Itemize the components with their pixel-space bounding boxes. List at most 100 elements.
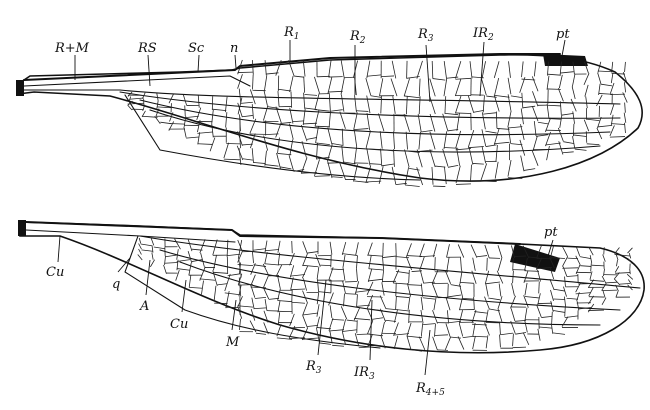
cell-crossvein	[212, 270, 218, 286]
label-r3-lower: R3	[305, 359, 322, 376]
cell-crossvein	[446, 310, 450, 324]
cell-crossvein	[533, 121, 537, 137]
cell-crossvein	[575, 292, 592, 295]
cell-crossvein	[275, 60, 282, 76]
cell-crossvein	[151, 252, 154, 260]
cell-crossvein	[550, 246, 554, 258]
label-m: M	[225, 335, 240, 350]
cell-crossvein	[263, 135, 269, 151]
cell-crossvein	[303, 92, 306, 109]
cell-crossvein	[294, 75, 305, 78]
cell-crossvein	[546, 75, 550, 90]
cell-crossvein	[485, 283, 489, 297]
cell-crossvein	[379, 78, 384, 96]
cell-crossvein	[531, 76, 539, 92]
cell-crossvein	[584, 84, 589, 97]
cell-crossvein	[472, 163, 484, 165]
cell-crossvein	[459, 281, 475, 284]
cell-crossvein	[481, 146, 487, 164]
cell-crossvein	[346, 319, 358, 322]
label-r3-lower-sub: 3	[316, 366, 322, 376]
cell-crossvein	[332, 344, 345, 347]
cell-crossvein	[566, 275, 579, 277]
cell-crossvein	[596, 94, 603, 107]
cell-crossvein	[328, 329, 345, 332]
cell-crossvein	[588, 246, 594, 256]
cell-crossvein	[494, 161, 499, 179]
upper-pterostigma	[543, 54, 588, 66]
cell-crossvein	[353, 60, 358, 78]
cell-crossvein	[127, 100, 133, 106]
cell-crossvein	[524, 258, 528, 271]
cell-crossvein	[277, 240, 281, 253]
cell-crossvein	[319, 342, 332, 345]
cell-crossvein	[366, 60, 371, 79]
label-r3-upper-main: R	[417, 27, 428, 42]
cell-crossvein	[450, 336, 462, 339]
cell-crossvein	[455, 148, 472, 151]
cell-crossvein	[330, 109, 343, 112]
cell-crossvein	[512, 258, 514, 271]
cell-crossvein	[209, 137, 216, 152]
cell-crossvein	[627, 247, 633, 254]
cell-crossvein	[584, 61, 589, 74]
cell-crossvein	[519, 139, 526, 156]
cell-crossvein	[289, 265, 295, 278]
cell-crossvein	[289, 123, 294, 140]
cell-crossvein	[473, 296, 475, 310]
cell-crossvein	[394, 309, 398, 323]
cell-crossvein	[340, 77, 345, 95]
cell-crossvein	[317, 75, 330, 78]
cell-crossvein	[442, 113, 449, 132]
cell-crossvein	[418, 336, 426, 351]
cell-crossvein	[379, 131, 383, 149]
cell-crossvein	[302, 337, 319, 340]
cell-crossvein	[367, 242, 373, 256]
cell-crossvein	[191, 259, 203, 262]
cell-crossvein	[498, 283, 502, 297]
cell-crossvein	[562, 151, 574, 154]
cell-crossvein	[421, 129, 433, 133]
cell-crossvein	[129, 97, 144, 100]
cell-crossvein	[601, 289, 618, 292]
label-r45-main: R	[415, 381, 426, 396]
cell-crossvein	[329, 305, 333, 319]
cell-crossvein	[292, 120, 305, 123]
cell-crossvein	[404, 149, 410, 168]
cell-crossvein	[520, 124, 525, 140]
cell-crossvein	[301, 265, 309, 279]
lower-leader-pt	[547, 239, 554, 257]
cell-crossvein	[614, 254, 631, 257]
cell-crossvein	[367, 294, 373, 309]
lower-wing: Cu q A Cu M R3 IR3 R4+5 pt	[18, 220, 645, 398]
cell-crossvein	[615, 272, 631, 274]
cell-crossvein	[289, 326, 306, 329]
cell-crossvein	[443, 60, 447, 79]
cell-crossvein	[610, 104, 615, 115]
cell-crossvein	[493, 61, 500, 79]
cell-crossvein	[225, 112, 228, 128]
cell-crossvein	[188, 275, 192, 288]
cell-crossvein	[263, 90, 268, 106]
cell-crossvein	[458, 323, 464, 337]
upper-cubitus	[124, 94, 421, 181]
cell-crossvein	[302, 108, 306, 126]
cell-crossvein	[500, 332, 514, 336]
cell-crossvein	[468, 147, 474, 165]
cell-crossvein	[302, 302, 308, 316]
cell-crossvein	[485, 335, 489, 349]
upper-leader-pt	[561, 39, 566, 57]
cell-crossvein	[429, 131, 436, 150]
cell-crossvein	[445, 296, 451, 311]
cell-crossvein	[392, 96, 396, 114]
cell-crossvein	[588, 287, 594, 297]
cell-crossvein	[456, 183, 472, 185]
cell-crossvein	[511, 283, 515, 296]
cell-crossvein	[615, 253, 619, 261]
upper-wing-base	[16, 80, 24, 96]
lower-leader-m	[231, 299, 237, 331]
upper-leader-sc	[197, 54, 200, 73]
cell-crossvein	[328, 110, 331, 128]
cell-crossvein	[443, 78, 448, 97]
cell-crossvein	[405, 131, 408, 150]
